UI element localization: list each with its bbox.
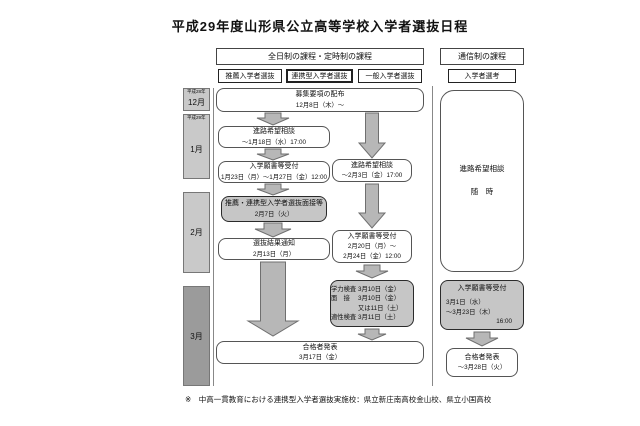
flow-box-title: 推薦・連携型入学者選抜面接等 (225, 200, 323, 208)
flow-box-date: ～1月18日（水）17:00 (241, 138, 307, 146)
flow-box-date: 12月8日（木）～ (295, 101, 345, 109)
flow-box-date: ～3月23日（木） (446, 308, 495, 316)
flow-box-career-consultation-correspondence: 進路希望相談 随 時 (440, 90, 524, 272)
section-divider-line (432, 86, 433, 386)
flow-box-time: 16:00 (496, 317, 512, 325)
flow-box-date: ～2月3日（金）17:00 (341, 172, 403, 179)
big-down-arrow-icon (246, 261, 300, 337)
month-block-march: 3月 (183, 286, 210, 386)
down-arrow-icon (355, 264, 389, 279)
month-year-label: 平成29年 (187, 115, 206, 121)
flow-box-date: ～3月28日（火） (457, 364, 507, 371)
tab-cooperative-selection: 連携型入学者選抜 (286, 69, 353, 83)
down-arrow-icon (357, 183, 387, 229)
down-arrow-icon (465, 331, 499, 347)
flow-box-date: 2月13日（月） (253, 250, 295, 258)
down-arrow-icon (256, 148, 290, 161)
flow-box-date: 3月17日（金） (299, 354, 341, 361)
footnote: ※ 中高一貫教育における連携型入学者選抜実施校：県立新庄南高校金山校、県立小国高… (185, 395, 492, 404)
flow-box-exams-highlight: 学力検査 3月10日（金） 面 接 3月10日（金） 又は11日（土） 適性検査… (330, 280, 414, 327)
flow-box-title: 入学願書等受付 (249, 163, 299, 171)
header-fulltime-course: 全日制の課程・定時制の課程 (216, 48, 424, 65)
flow-box-title: 進路希望相談 (351, 161, 393, 169)
flow-box-title: 入学願書等受付 (347, 233, 397, 241)
flow-box-title: 募集要項の配布 (295, 91, 345, 99)
flow-box-selection-interview-highlight: 推薦・連携型入学者選抜面接等 2月7日（火） (221, 196, 327, 222)
flow-box-date: 2月24日（金）12:00 (343, 252, 401, 260)
month-label: 1月 (190, 145, 203, 155)
exam-date: 3月11日（土） (358, 313, 400, 321)
flow-box-title: 選抜結果通知 (253, 240, 295, 248)
flow-box-results-announcement-correspondence: 合格者発表 ～3月28日（火） (446, 348, 518, 377)
exam-row: 適性検査 3月11日（土） (326, 313, 418, 322)
month-block-december: 平成28年 12月 (183, 88, 210, 111)
down-arrow-icon (256, 112, 290, 126)
down-arrow-icon (357, 112, 387, 159)
flow-box-application-acceptance-correspondence: 入学願書等受付 3月1日（水） ～3月23日（木） 16:00 (440, 280, 524, 330)
flow-box-result-notification: 選抜結果通知 2月13日（月） (218, 238, 330, 260)
month-block-february: 2月 (183, 192, 210, 273)
exam-date: 又は11日（土） (358, 304, 403, 312)
month-label: 2月 (190, 228, 203, 237)
flow-box-career-consultation-left: 進路希望相談 ～1月18日（水）17:00 (218, 126, 330, 148)
month-label: 12月 (188, 98, 205, 108)
header-correspondence-course: 通信制の課程 (440, 48, 524, 65)
month-year-label: 平成28年 (187, 89, 206, 95)
flow-box-title: 合格者発表 (464, 353, 500, 361)
flow-box-date: 2月20日（月）～ (347, 243, 397, 251)
flow-box-date: 1月23日（月）～1月27日（金）12:00 (220, 173, 328, 181)
flow-box-title: 進路希望相談 (459, 164, 505, 174)
exam-date: 3月10日（金） (358, 285, 400, 293)
flow-box-title: 合格者発表 (302, 343, 338, 351)
flow-box-career-consultation-right: 進路希望相談 ～2月3日（金）17:00 (332, 159, 412, 182)
flow-box-date: 2月7日（火） (254, 210, 294, 218)
tab-general-selection: 一般入学者選抜 (358, 69, 422, 83)
month-label: 3月 (190, 331, 203, 341)
down-arrow-icon (357, 328, 387, 341)
down-arrow-icon (254, 222, 292, 238)
exam-label: 適性検査 (331, 313, 357, 321)
flow-box-title: 進路希望相談 (253, 128, 295, 136)
exam-label (331, 304, 358, 313)
flow-box-guidelines-distribution: 募集要項の配布 12月8日（木）～ (216, 88, 424, 112)
flow-box-date: 随 時 (470, 187, 494, 196)
flow-box-results-announcement: 合格者発表 3月17日（金） (216, 341, 424, 364)
month-block-january: 平成29年 1月 (183, 114, 210, 179)
flow-box-date: 3月1日（水） (446, 299, 485, 307)
exam-row: 面 接 3月10日（金） (326, 294, 418, 303)
down-arrow-icon (256, 183, 290, 196)
tab-recommendation-selection: 推薦入学者選抜 (218, 69, 282, 83)
timeline-divider-line (213, 88, 214, 386)
exam-row: 学力検査 3月10日（金） (326, 285, 418, 294)
flow-box-application-acceptance-left: 入学願書等受付 1月23日（月）～1月27日（金）12:00 (218, 161, 330, 183)
exam-label: 学力検査 (331, 285, 357, 293)
page-title: 平成29年度山形県公立高等学校入学者選抜日程 (171, 19, 469, 34)
exam-row: 又は11日（土） (326, 304, 418, 313)
exam-date: 3月10日（金） (358, 295, 400, 303)
exam-label: 面 接 (331, 295, 350, 303)
flow-box-application-acceptance-right: 入学願書等受付 2月20日（月）～ 2月24日（金）12:00 (332, 230, 412, 263)
tab-correspondence-selection: 入学者選考 (448, 69, 516, 83)
flow-box-title: 入学願書等受付 (457, 285, 507, 293)
